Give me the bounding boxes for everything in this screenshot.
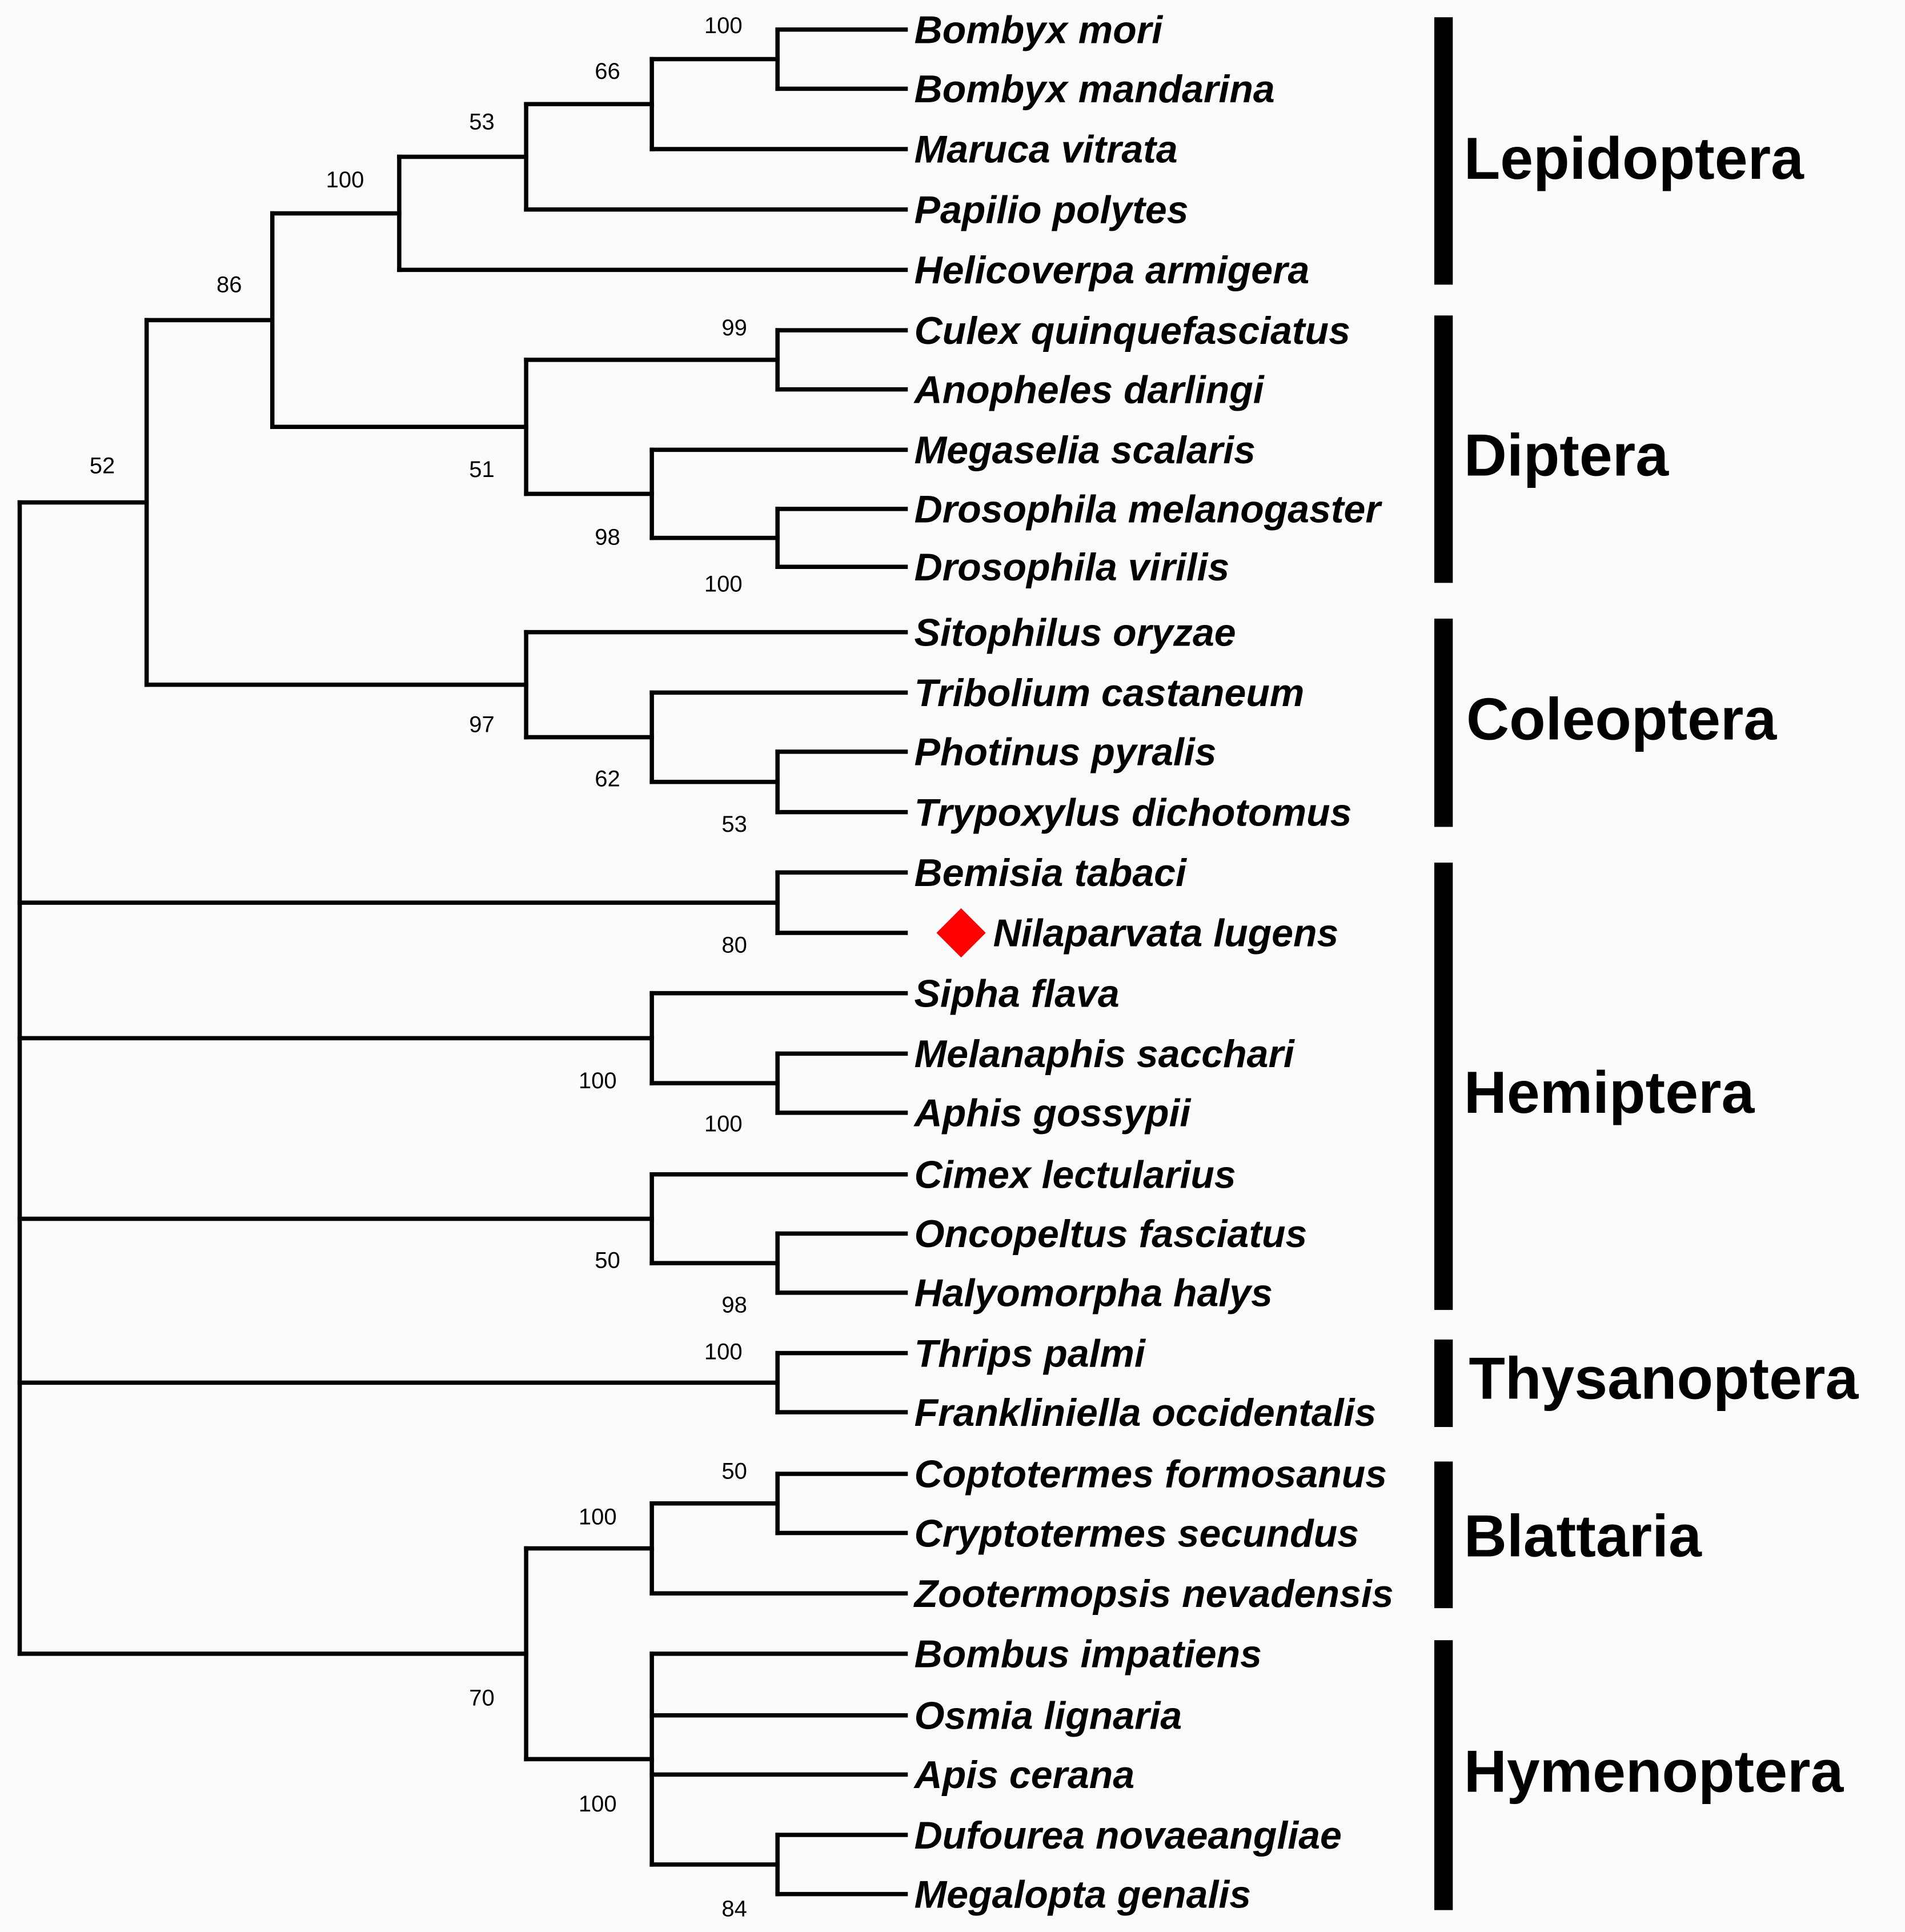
support-value: 70 (469, 1686, 495, 1711)
taxon-label: Tribolium castaneum (915, 671, 1305, 715)
group-bar (1434, 618, 1453, 827)
order-groups: LepidopteraDipteraColeopteraHemipteraThy… (1434, 17, 1859, 1910)
group-bar (1434, 1640, 1453, 1910)
taxon-label: Photinus pyralis (915, 731, 1217, 774)
support-values: 100 66 53 100 86 99 51 98 100 52 97 62 53 80 100 100 50 9… (90, 13, 747, 1921)
taxon-label: Aphis gossypii (913, 1092, 1192, 1135)
support-value: 53 (469, 110, 495, 135)
taxon-label: Zootermopsis nevadensis (913, 1572, 1394, 1616)
taxon-label: Nilaparvata lugens (993, 912, 1339, 955)
taxon-label: Bemisia tabaci (915, 851, 1188, 895)
support-value: 98 (595, 524, 620, 550)
highlight-marker (936, 908, 986, 958)
support-value: 51 (469, 457, 495, 482)
taxon-label: Drosophila melanogaster (915, 488, 1383, 531)
support-value: 62 (595, 766, 620, 791)
taxon-label: Helicoverpa armigera (915, 248, 1310, 292)
support-value: 100 (704, 1111, 743, 1136)
taxon-label: Culex quinquefasciatus (915, 309, 1350, 352)
taxon-label: Cimex lectularius (915, 1153, 1236, 1197)
taxon-label: Bombyx mori (915, 9, 1164, 52)
taxon-label: Megaselia scalaris (915, 428, 1256, 472)
diamond-icon (936, 908, 986, 958)
group-label: Diptera (1464, 423, 1669, 489)
support-value: 98 (721, 1292, 747, 1317)
tree-branches (17, 27, 908, 1897)
taxon-label: Maruca vitrata (915, 128, 1178, 171)
taxon-label: Drosophila virilis (915, 546, 1230, 589)
taxon-label: Coptotermes formosanus (915, 1453, 1387, 1496)
support-value: 100 (579, 1791, 617, 1817)
taxon-label: Thrips palmi (915, 1332, 1146, 1375)
support-value: 100 (704, 1339, 743, 1364)
support-value: 53 (721, 812, 747, 837)
taxon-label: Dufourea novaeangliae (915, 1814, 1342, 1857)
group-label: Blattaria (1464, 1504, 1702, 1570)
group-label: Thysanoptera (1469, 1345, 1859, 1412)
support-value: 100 (579, 1068, 617, 1093)
support-value: 100 (704, 571, 743, 596)
taxon-label: Halyomorpha halys (915, 1272, 1273, 1315)
group-label: Hemiptera (1464, 1060, 1755, 1126)
group-bar (1434, 1339, 1453, 1428)
group-label: Hymenoptera (1464, 1739, 1844, 1805)
taxon-label: Bombyx mandarina (915, 67, 1275, 111)
group-label: Lepidoptera (1464, 126, 1804, 192)
taxon-label: Osmia lignaria (915, 1694, 1182, 1738)
taxon-label: Apis cerana (913, 1753, 1135, 1797)
taxon-label: Trypoxylus dichotomus (915, 791, 1352, 834)
group-bar (1434, 315, 1453, 583)
support-value: 100 (579, 1504, 617, 1529)
taxon-label: Sitophilus oryzae (915, 611, 1236, 654)
taxon-label: Megalopta genalis (915, 1873, 1251, 1916)
support-value: 100 (704, 13, 743, 38)
taxon-label: Cryptotermes secundus (915, 1512, 1359, 1555)
group-bar (1434, 1461, 1453, 1609)
taxon-label: Papilio polytes (915, 188, 1189, 231)
taxon-label: Melanaphis sacchari (915, 1032, 1296, 1076)
support-value: 84 (721, 1896, 747, 1921)
taxon-label: Oncopeltus fasciatus (915, 1212, 1308, 1256)
support-value: 50 (595, 1248, 620, 1273)
support-value: 97 (469, 712, 495, 737)
taxon-label: Sipha flava (915, 972, 1120, 1015)
group-label: Coleoptera (1466, 686, 1777, 752)
support-value: 52 (90, 453, 115, 478)
support-value: 66 (595, 59, 620, 84)
support-value: 100 (326, 167, 364, 193)
group-bar (1434, 863, 1453, 1310)
support-value: 99 (721, 315, 747, 340)
group-bar (1434, 17, 1453, 285)
taxon-label: Anopheles darlingi (913, 368, 1265, 411)
support-value: 86 (216, 272, 242, 297)
taxon-label: Frankliniella occidentalis (915, 1391, 1377, 1434)
support-value: 50 (721, 1459, 747, 1484)
support-value: 80 (721, 933, 747, 958)
taxon-label: Bombus impatiens (915, 1633, 1262, 1676)
